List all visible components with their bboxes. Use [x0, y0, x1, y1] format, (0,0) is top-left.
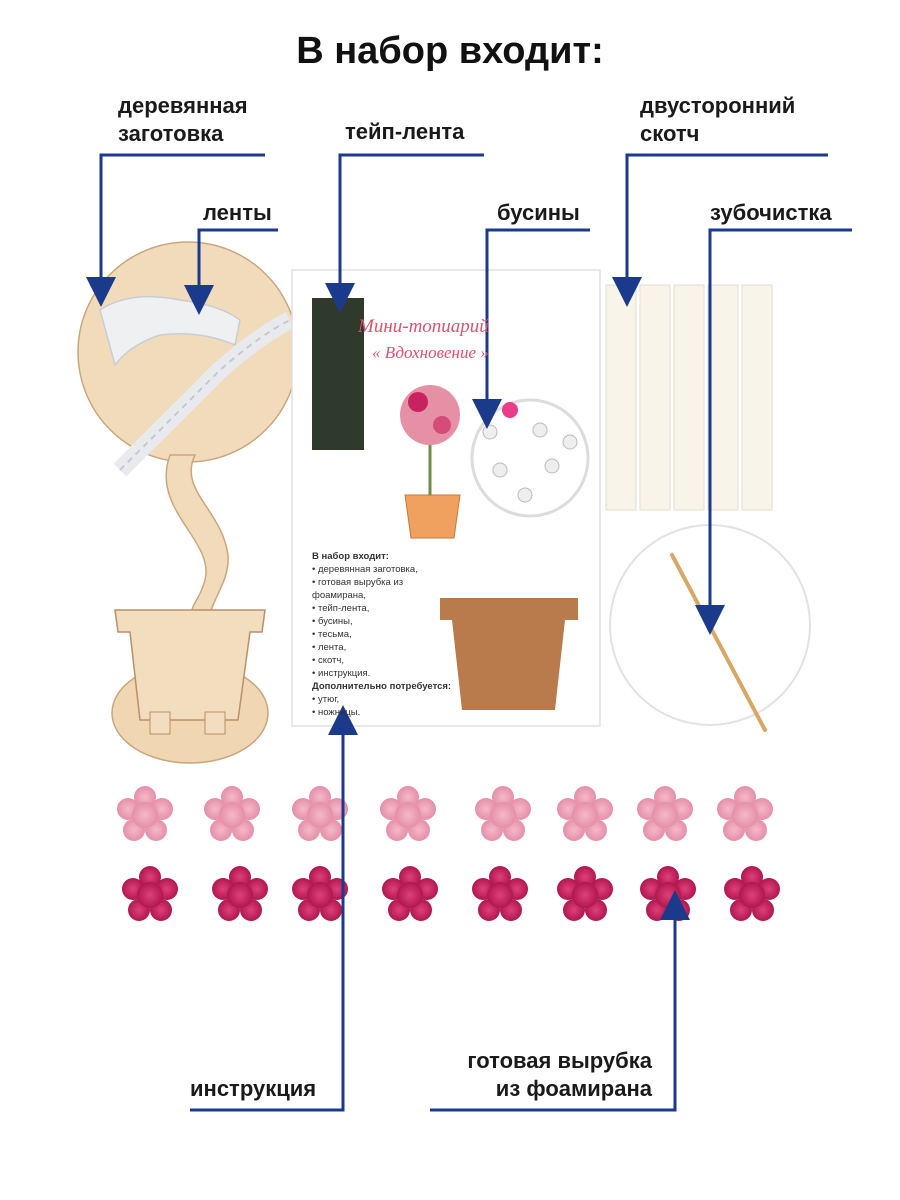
- card-contents: В набор входит: • деревянная заготовка, …: [312, 550, 452, 719]
- card-extra-item-2: • ножницы.: [312, 707, 361, 718]
- card-item-6-text: лента,: [317, 642, 347, 653]
- foamiran-flowers-light: [117, 786, 773, 841]
- label-wood-blank-line1: деревянная: [118, 93, 248, 118]
- label-ribbons: ленты: [203, 200, 272, 225]
- card-extra-item-1: • утюг,: [312, 694, 340, 705]
- arrow-ribbons: [184, 228, 278, 315]
- card-item-4-text: бусины,: [317, 616, 353, 627]
- card-title-line1: Мини-топиарий: [358, 316, 489, 337]
- label-tape: тейп-лента: [345, 119, 465, 144]
- card-extra-heading: Дополнительно потребуется:: [312, 681, 452, 692]
- label-toothpick: зубочистка: [710, 200, 832, 225]
- label-beads: бусины: [497, 200, 580, 225]
- card-item-3: • тейп-лента,: [312, 603, 370, 614]
- arrow-wood-blank: [86, 153, 265, 307]
- card-item-4: • бусины,: [312, 616, 353, 627]
- label-wood-blank: деревянная заготовка: [118, 92, 248, 148]
- card-item-6: • лента,: [312, 642, 347, 653]
- card-item-1: • деревянная заготовка,: [312, 564, 418, 575]
- arrow-foamiran: [430, 890, 690, 1112]
- card-item-3-text: тейп-лента,: [317, 603, 370, 614]
- card-title-line2: « Вдохновение »: [372, 343, 489, 362]
- label-wood-blank-line2: заготовка: [118, 121, 224, 146]
- card-item-7: • скотч,: [312, 655, 344, 666]
- arrow-double-tape: [612, 153, 828, 307]
- card-extra-item-2-text: ножницы.: [317, 707, 361, 718]
- label-instruction: инструкция: [190, 1076, 317, 1101]
- annotation-arrows: [86, 153, 852, 1112]
- label-double-tape-line1: двусторонний: [640, 93, 796, 118]
- foamiran-flowers-dark: [122, 866, 780, 921]
- arrow-instruction: [190, 705, 358, 1112]
- double-sided-tape: [605, 284, 773, 511]
- label-double-tape: двусторонний скотч: [640, 92, 795, 148]
- arrow-tape: [325, 153, 484, 313]
- arrow-toothpick: [695, 228, 852, 635]
- arrow-beads: [472, 228, 590, 429]
- card-item-8: • инструкция.: [312, 668, 371, 679]
- page-title: В набор входит:: [296, 30, 604, 72]
- label-foamiran: готовая вырубка из фоамирана: [430, 1047, 652, 1103]
- card-item-2-text: готовая вырубка из фоамирана,: [312, 577, 404, 601]
- instruction-card: [291, 269, 601, 727]
- label-foamiran-line1: готовая вырубка: [467, 1048, 652, 1073]
- card-item-8-text: инструкция.: [317, 668, 371, 679]
- label-double-tape-line2: скотч: [640, 121, 700, 146]
- card-list-heading: В набор входит:: [312, 551, 389, 562]
- card-extra-item-1-text: утюг,: [317, 694, 340, 705]
- wood-blank: [77, 241, 299, 764]
- card-item-1-text: деревянная заготовка,: [317, 564, 418, 575]
- card-item-5-text: тесьма,: [317, 629, 352, 640]
- card-item-5: • тесьма,: [312, 629, 352, 640]
- card-item-7-text: скотч,: [317, 655, 344, 666]
- label-foamiran-line2: из фоамирана: [495, 1076, 652, 1101]
- card-item-2: • готовая вырубка из фоамирана,: [312, 577, 404, 601]
